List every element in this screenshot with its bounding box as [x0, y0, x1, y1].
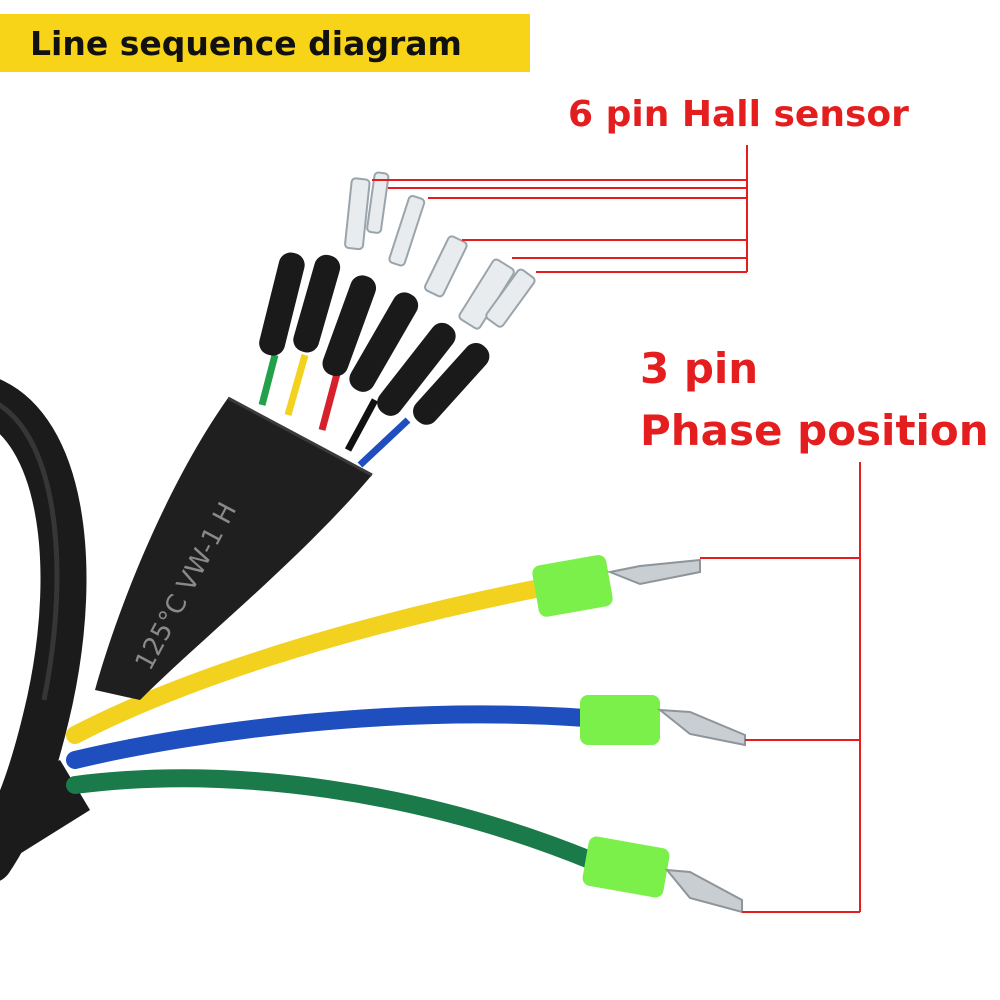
hall-terminal: [344, 177, 371, 251]
phase-pin-count-label: 3 pin: [640, 344, 759, 393]
red-hall-wire: [318, 369, 342, 431]
hall-sensor-label: 6 pin Hall sensor: [568, 94, 909, 135]
hall-wires: [258, 354, 411, 468]
title-badge: Line sequence diagram: [0, 14, 530, 72]
green-hall-wire: [258, 354, 279, 406]
blue-hall-wire: [357, 417, 411, 468]
diagram-title: Line sequence diagram: [30, 23, 462, 63]
hall-terminal: [424, 235, 468, 298]
yellow-phase-wire: [66, 579, 549, 744]
hall-connector: [259, 252, 305, 356]
phase-wires: [66, 579, 604, 871]
hall-connectors: [259, 252, 490, 425]
hall-terminal: [485, 268, 536, 328]
yellow-phase-connector: [532, 555, 701, 617]
yellow-hall-wire: [284, 354, 309, 416]
hall-connector: [377, 322, 456, 416]
hall-connector: [293, 254, 341, 353]
green-phase-connector: [582, 836, 743, 914]
hall-connector: [349, 292, 419, 392]
hall-leader-lines: [372, 145, 748, 273]
hall-connector: [322, 275, 377, 377]
blue-phase-connector: [580, 695, 746, 747]
green-phase-wire: [66, 769, 604, 871]
hall-connector: [413, 342, 490, 425]
hall-terminal: [388, 195, 426, 267]
black-hall-wire: [344, 398, 379, 452]
heat-shrink-sleeve: 125°C VW-1 H: [95, 396, 373, 700]
phase-position-label: Phase position: [640, 406, 989, 455]
hall-terminals: [344, 171, 536, 330]
phase-connectors: [532, 555, 746, 914]
hall-terminal: [366, 171, 390, 234]
phase-leader-lines: [700, 462, 861, 913]
blue-phase-wire: [66, 705, 594, 769]
